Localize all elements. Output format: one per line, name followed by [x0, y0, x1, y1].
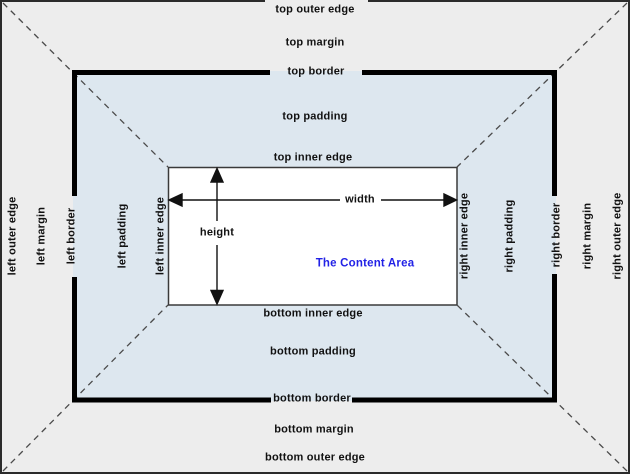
height-arrow — [209, 166, 225, 306]
border-lines — [72, 70, 557, 403]
label-left-border: left border — [65, 207, 78, 265]
label-right-border: right border — [550, 202, 563, 268]
height-arrowhead-top — [209, 166, 225, 183]
label-content-area: The Content Area — [315, 257, 415, 270]
label-bottom-outer-edge: bottom outer edge — [265, 451, 365, 464]
dashed-line-bottom-right — [456, 304, 628, 472]
width-arrowhead-right — [443, 192, 459, 208]
label-right-outer-edge: right outer edge — [611, 192, 624, 280]
label-height: height — [199, 226, 235, 239]
width-arrowhead-left — [167, 192, 183, 208]
label-bottom-border: bottom border — [273, 392, 351, 405]
label-left-padding: left padding — [116, 203, 129, 269]
dashed-line-top-left — [2, 2, 169, 168]
label-left-margin: left margin — [35, 206, 48, 266]
label-right-margin: right margin — [581, 202, 594, 270]
width-arrow — [167, 192, 459, 208]
label-top-outer-edge: top outer edge — [275, 3, 355, 16]
label-right-padding: right padding — [503, 199, 516, 273]
label-width: width — [345, 193, 375, 206]
label-top-padding: top padding — [282, 110, 348, 123]
label-bottom-margin: bottom margin — [274, 423, 354, 436]
label-left-outer-edge: left outer edge — [6, 196, 19, 276]
label-top-margin: top margin — [285, 36, 345, 49]
height-arrowhead-bottom — [209, 289, 225, 306]
label-top-inner-edge: top inner edge — [273, 151, 353, 164]
label-left-inner-edge: left inner edge — [154, 196, 167, 276]
label-top-border: top border — [287, 65, 345, 78]
label-bottom-inner-edge: bottom inner edge — [263, 307, 363, 320]
label-bottom-padding: bottom padding — [270, 345, 356, 358]
label-right-inner-edge: right inner edge — [458, 192, 471, 280]
